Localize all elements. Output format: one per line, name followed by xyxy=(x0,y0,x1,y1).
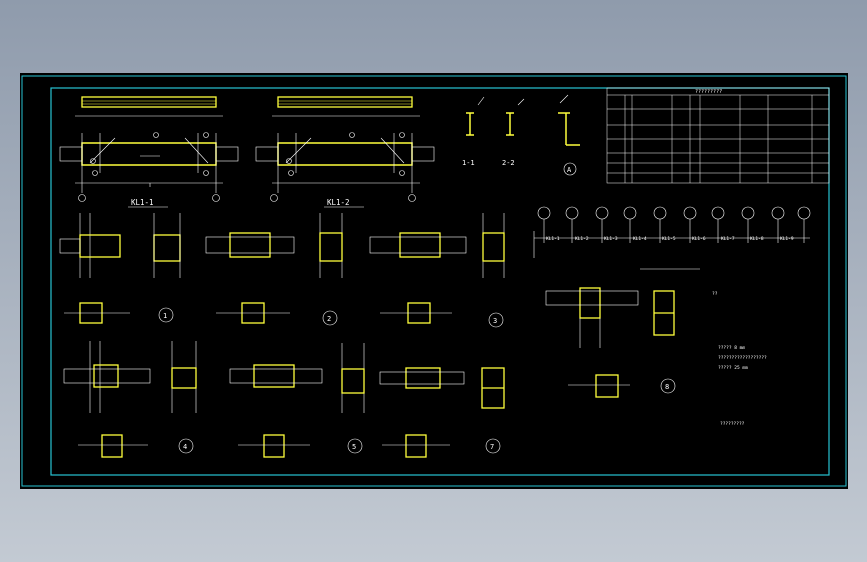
node-number-4: 4 xyxy=(183,443,187,451)
notes-line-2: ?????????????????? xyxy=(718,355,767,361)
outer-border xyxy=(21,75,847,487)
beam-title-kl1-2: KL1-2 xyxy=(327,198,350,207)
frame-elevation xyxy=(533,206,811,270)
notes-line-3: ????? 25 mm xyxy=(718,365,748,371)
bay-label: KL1-9 xyxy=(780,236,794,242)
beam-title-kl1-1: KL1-1 xyxy=(131,198,154,207)
node-details-row-2 xyxy=(63,341,505,458)
schedule-title: ????????? xyxy=(695,89,722,95)
node-number-8: 8 xyxy=(665,383,669,391)
bay-label: KL1-3 xyxy=(604,236,618,242)
node-detail-8 xyxy=(545,287,676,398)
beam-plan-strip-1 xyxy=(81,96,217,108)
node-number-2: 2 xyxy=(327,315,331,323)
beam-body-2 xyxy=(277,142,413,166)
beam-elevation-kl1-2 xyxy=(255,96,435,202)
inner-border xyxy=(50,87,830,476)
cad-drawing: KL1-1 KL1-2 xyxy=(21,75,847,487)
beam-plan-strip-2 xyxy=(277,96,413,108)
section-details xyxy=(466,94,580,176)
node-details-row-1 xyxy=(59,213,505,328)
bay-label: KL1-7 xyxy=(721,236,735,242)
node-number-1: 1 xyxy=(163,312,167,320)
node-number-5: 5 xyxy=(352,443,356,451)
bay-label: KL1-2 xyxy=(575,236,589,242)
drawing-sheet: KL1-1 KL1-2 xyxy=(20,73,848,489)
bay-label: KL1-1 xyxy=(546,236,560,242)
section-label-1-1: 1-1 xyxy=(462,159,475,167)
detail-a-label: A xyxy=(567,166,572,174)
bay-label: KL1-8 xyxy=(750,236,764,242)
footer-note: ????????? xyxy=(720,421,745,427)
frame-bay-labels: KL1-1 KL1-2 KL1-3 KL1-4 KL1-5 KL1-6 KL1-… xyxy=(546,236,794,242)
beam-elevation-kl1-1 xyxy=(59,96,239,202)
bay-label: KL1-5 xyxy=(662,236,676,242)
notes-heading: ?? xyxy=(712,291,718,297)
node-number-3: 3 xyxy=(493,317,497,325)
node-number-7: 7 xyxy=(490,443,494,451)
notes-line-1: ????? 8 mm xyxy=(718,345,745,351)
section-label-2-2: 2-2 xyxy=(502,159,515,167)
bay-label: KL1-6 xyxy=(692,236,706,242)
beam-body-1 xyxy=(81,142,217,166)
bay-label: KL1-4 xyxy=(633,236,647,242)
material-schedule-table xyxy=(606,87,830,184)
notes-block: ?? ????? 8 mm ?????????????????? ????? 2… xyxy=(712,291,767,427)
